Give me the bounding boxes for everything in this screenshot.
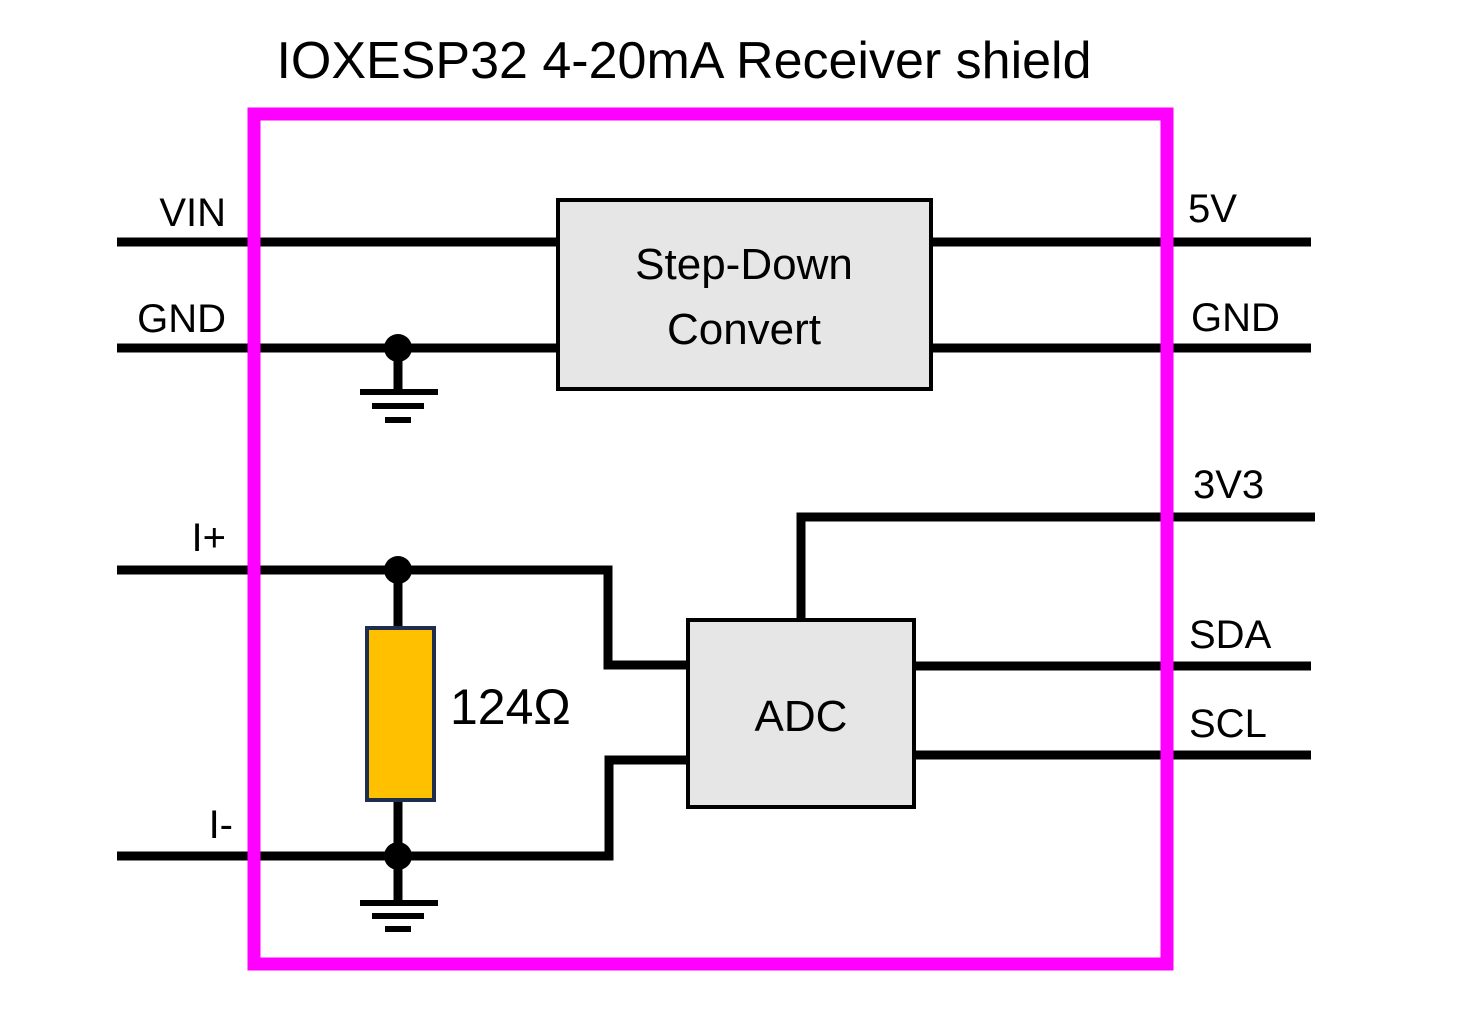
ground-icon [360,900,438,932]
resistor: 124Ω [365,626,571,802]
step-down-box [556,198,933,391]
pin-label-i-minus: I- [209,803,233,847]
junction-dot-i-minus [384,842,412,870]
diagram-title: IOXESP32 4-20mA Receiver shield [276,32,1091,90]
adc-label: ADC [755,692,848,741]
resistor-body [365,626,436,802]
wire-i-minus [117,755,688,861]
pin-label-i-plus: I+ [192,516,226,560]
pin-label-gnd-right: GND [1191,296,1280,340]
pin-label-gnd-left: GND [137,297,226,341]
wires [117,237,1315,902]
wire-i-plus [117,565,688,670]
junction-dot-i-plus [384,556,412,584]
step-down-label-line1: Step-Down [635,240,853,289]
step-down-label-line2: Convert [667,305,821,354]
wire-3v3 [796,512,1315,620]
pin-label-scl: SCL [1189,702,1267,746]
adc-box [686,618,916,809]
pin-label-5v: 5V [1188,187,1237,231]
pin-label-sda: SDA [1189,613,1272,657]
pin-label-3v3: 3V3 [1193,463,1264,507]
pin-label-vin: VIN [159,191,226,235]
step-down-converter-block: Step-Down Convert [556,198,933,391]
shield-outline [247,107,1174,971]
ground-icon [360,389,438,423]
adc-block: ADC [686,618,916,809]
junction-dot-gnd [384,334,412,362]
resistor-value-label: 124Ω [450,679,571,735]
